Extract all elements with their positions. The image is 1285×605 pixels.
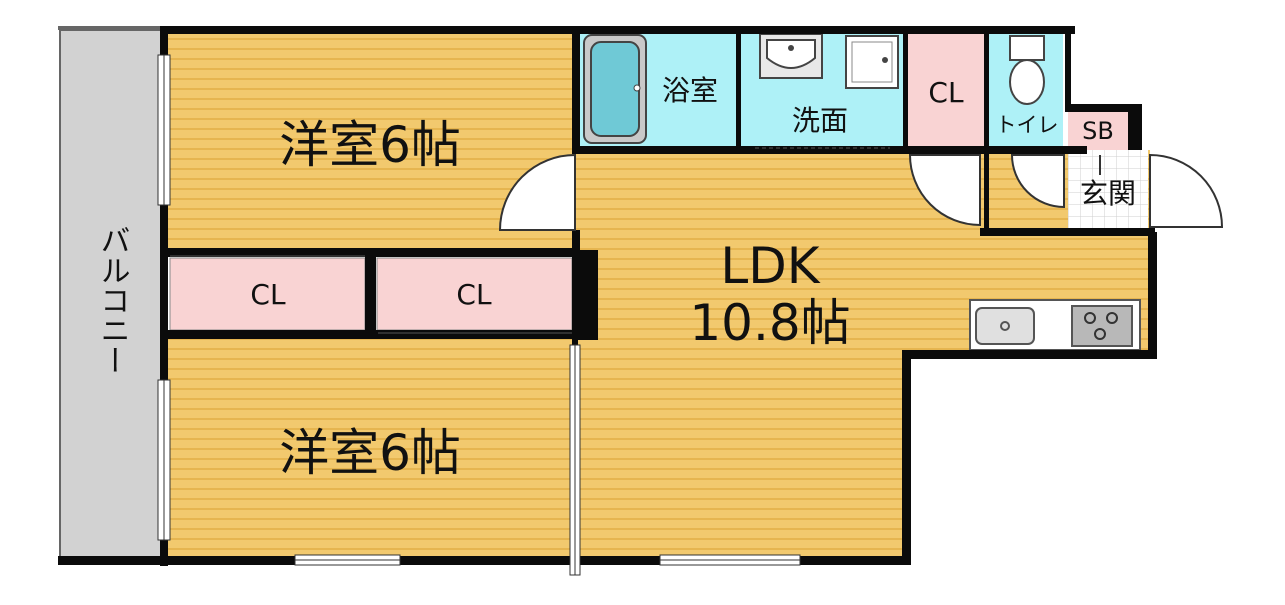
washing-machine-pan-icon [845,35,899,89]
balcony-label: バルコニー [95,225,130,375]
shoe-box-label: SB [1082,117,1114,145]
doors [498,153,1224,231]
closet-right-area [376,257,573,331]
door-entrance [1149,153,1224,228]
bathtub-icon [583,34,647,144]
door-closet-wet [908,154,981,227]
western-room-bottom-floor [165,338,575,560]
bathroom-label: 浴室 [662,74,718,107]
entrance-label: 玄関 [1080,177,1136,210]
walls [58,26,1157,566]
shoe-box-area [1068,110,1130,150]
sliding-rails [170,147,890,334]
western-room-top-label: 洋室6帖 [279,116,461,174]
ldk-label: LDK [720,237,820,295]
door-toilet [1010,154,1065,209]
ldk-floor [575,150,1150,560]
closet-left-area [169,257,366,331]
washbasin-icon [759,33,823,79]
toilet-icon [1009,35,1045,105]
door-western-room-top [498,153,576,231]
closet-right-label: CL [456,278,492,311]
sink-icon [975,307,1035,345]
stove-icon [1071,305,1133,347]
balcony-area [59,29,166,559]
toilet-label: トイレ [996,113,1059,137]
washroom-label: 洗面 [792,104,848,137]
window-frames [163,55,800,575]
closet-wet-label: CL [928,76,964,109]
closet-wet-area [905,30,985,150]
entrance-area [1068,150,1148,230]
ldk-size-label: 10.8帖 [689,294,850,352]
closet-left-label: CL [250,278,286,311]
western-room-bottom-label: 洋室6帖 [279,424,461,482]
